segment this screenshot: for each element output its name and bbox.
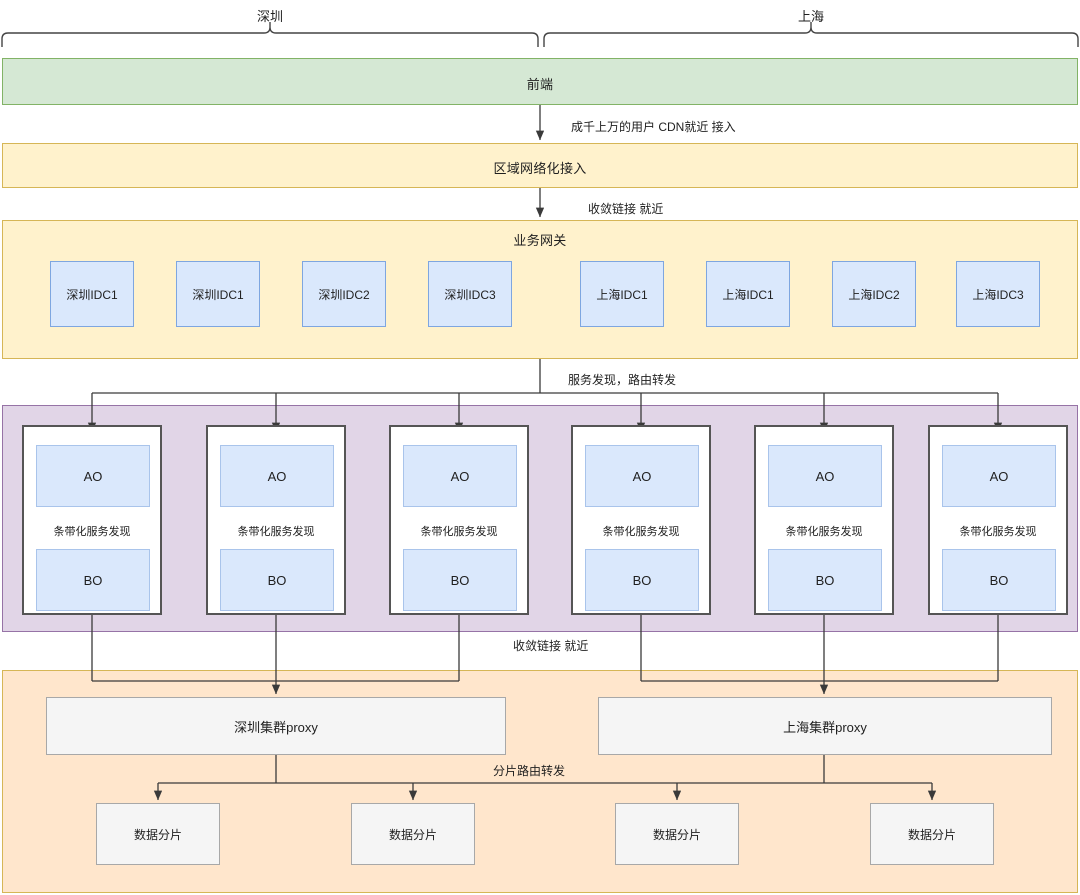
ao-box[interactable]: AO (585, 445, 699, 507)
bo-box[interactable]: BO (220, 549, 334, 611)
brace-shenzhen (1, 22, 539, 47)
ao-box[interactable]: AO (768, 445, 882, 507)
data-shard[interactable]: 数据分片 (351, 803, 475, 865)
ao-box[interactable]: AO (220, 445, 334, 507)
data-shard[interactable]: 数据分片 (615, 803, 739, 865)
bo-label: BO (989, 572, 1009, 588)
ao-box[interactable]: AO (942, 445, 1056, 507)
cluster-proxy[interactable]: 深圳集群proxy (46, 697, 506, 755)
bo-box[interactable]: BO (585, 549, 699, 611)
idc-node[interactable]: 深圳IDC2 (302, 261, 386, 327)
data-shard[interactable]: 数据分片 (870, 803, 994, 865)
idc-node[interactable]: 上海IDC1 (706, 261, 790, 327)
service-unit-card[interactable]: AO 条带化服务发现 BO (571, 425, 711, 615)
data-shard[interactable]: 数据分片 (96, 803, 220, 865)
idc-node-label: 深圳IDC1 (66, 287, 118, 302)
idc-node[interactable]: 上海IDC3 (956, 261, 1040, 327)
service-unit-card[interactable]: AO 条带化服务发现 BO (928, 425, 1068, 615)
edge-label-units-to-proxy: 收敛链接 就近 (513, 639, 589, 653)
idc-node-label: 深圳IDC2 (318, 287, 370, 302)
ao-label: AO (450, 468, 470, 484)
ao-box[interactable]: AO (403, 445, 517, 507)
service-unit-card[interactable]: AO 条带化服务发现 BO (389, 425, 529, 615)
ao-label: AO (83, 468, 103, 484)
idc-node-label: 深圳IDC1 (192, 287, 244, 302)
tier-service-units (2, 405, 1078, 632)
idc-node[interactable]: 上海IDC2 (832, 261, 916, 327)
idc-node[interactable]: 上海IDC1 (580, 261, 664, 327)
service-discovery-label: 条带化服务发现 (420, 526, 498, 538)
cluster-proxy-label: 上海集群proxy (783, 719, 867, 735)
idc-node-label: 上海IDC2 (848, 287, 900, 302)
idc-node-label: 上海IDC3 (972, 287, 1024, 302)
edge-label-frontend-to-access: 成千上万的用户 CDN就近 接入 (571, 120, 736, 134)
bo-label: BO (267, 572, 287, 588)
tier-regional-access (2, 143, 1078, 188)
service-discovery-label: 条带化服务发现 (602, 526, 680, 538)
idc-node[interactable]: 深圳IDC1 (176, 261, 260, 327)
tier-business-gateway-title: 业务网关 (513, 233, 567, 248)
data-shard-label: 数据分片 (652, 827, 701, 842)
tier-regional-access-title: 区域网络化接入 (493, 161, 587, 176)
service-discovery-label: 条带化服务发现 (785, 526, 863, 538)
service-unit-card[interactable]: AO 条带化服务发现 BO (22, 425, 162, 615)
ao-label: AO (267, 468, 287, 484)
service-unit-card[interactable]: AO 条带化服务发现 BO (754, 425, 894, 615)
bo-box[interactable]: BO (942, 549, 1056, 611)
data-shard-label: 数据分片 (133, 827, 182, 842)
cluster-proxy-label: 深圳集群proxy (234, 719, 318, 735)
bo-label: BO (632, 572, 652, 588)
ao-label: AO (815, 468, 835, 484)
idc-node-label: 上海IDC1 (596, 287, 648, 302)
bo-label: BO (83, 572, 103, 588)
idc-node[interactable]: 深圳IDC3 (428, 261, 512, 327)
region-label-shanghai: 上海 (797, 9, 824, 24)
ao-label: AO (632, 468, 652, 484)
service-discovery-label: 条带化服务发现 (959, 526, 1037, 538)
ao-label: AO (989, 468, 1009, 484)
service-discovery-label: 条带化服务发现 (53, 526, 131, 538)
tier-frontend (2, 58, 1078, 105)
idc-node[interactable]: 深圳IDC1 (50, 261, 134, 327)
tier-frontend-title: 前端 (526, 77, 554, 92)
service-discovery-label: 条带化服务发现 (237, 526, 315, 538)
region-label-shenzhen: 深圳 (256, 9, 283, 24)
bo-box[interactable]: BO (36, 549, 150, 611)
service-unit-card[interactable]: AO 条带化服务发现 BO (206, 425, 346, 615)
edge-label-proxy-to-shards: 分片路由转发 (493, 764, 566, 778)
idc-node-label: 深圳IDC3 (444, 287, 496, 302)
bo-box[interactable]: BO (768, 549, 882, 611)
edge-label-access-to-gateway: 收敛链接 就近 (588, 202, 664, 216)
edge-label-gateway-to-units: 服务发现，路由转发 (568, 373, 677, 387)
data-shard-label: 数据分片 (907, 827, 956, 842)
bo-box[interactable]: BO (403, 549, 517, 611)
bo-label: BO (815, 572, 835, 588)
cluster-proxy[interactable]: 上海集群proxy (598, 697, 1052, 755)
ao-box[interactable]: AO (36, 445, 150, 507)
brace-shanghai (543, 22, 1079, 47)
data-shard-label: 数据分片 (388, 827, 437, 842)
bo-label: BO (450, 572, 470, 588)
idc-node-label: 上海IDC1 (722, 287, 774, 302)
